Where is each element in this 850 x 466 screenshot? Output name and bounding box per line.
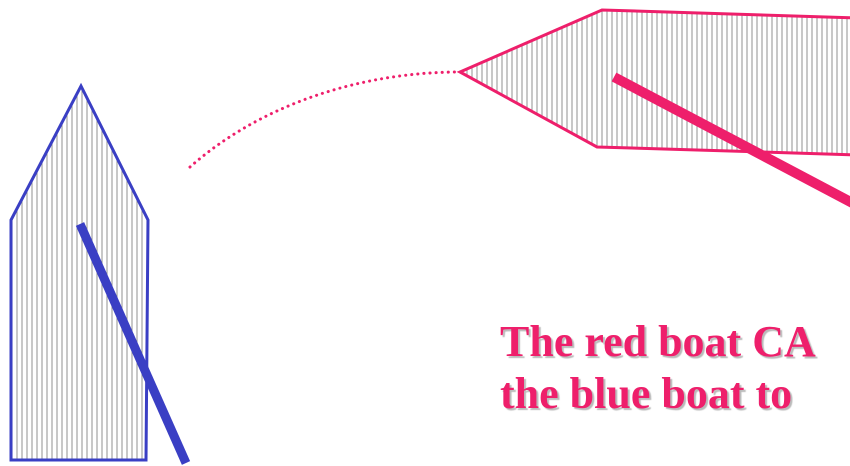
blue-boat	[11, 86, 186, 463]
caption-line-2: the blue boat to	[500, 372, 792, 416]
dotted-course-line	[190, 72, 460, 167]
red-boat-hull	[460, 10, 850, 155]
red-boat	[460, 10, 850, 208]
blue-boat-hull	[11, 86, 148, 460]
caption-line-1: The red boat CA	[500, 320, 816, 364]
